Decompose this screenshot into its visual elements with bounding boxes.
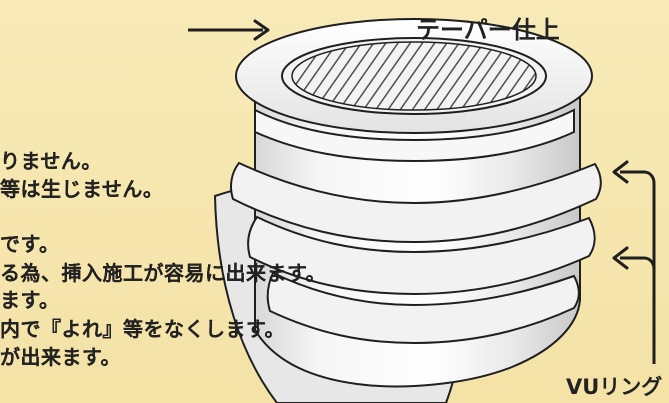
hatched-opening bbox=[291, 41, 537, 111]
upper-band bbox=[254, 108, 575, 163]
lower-callout-line bbox=[620, 256, 656, 364]
arrow-right-icon bbox=[253, 19, 270, 41]
vu-ring-label: VUリング bbox=[566, 375, 663, 399]
curved-arrow-icon bbox=[612, 160, 629, 184]
vu-ring-middle bbox=[247, 215, 596, 296]
taper-finish-label: テーパー仕上 bbox=[416, 16, 560, 44]
curved-arrow-icon bbox=[612, 246, 629, 270]
vu-ring-lower bbox=[266, 271, 580, 345]
vu-ring-upper bbox=[230, 161, 602, 244]
upper-callout-line bbox=[620, 170, 656, 364]
